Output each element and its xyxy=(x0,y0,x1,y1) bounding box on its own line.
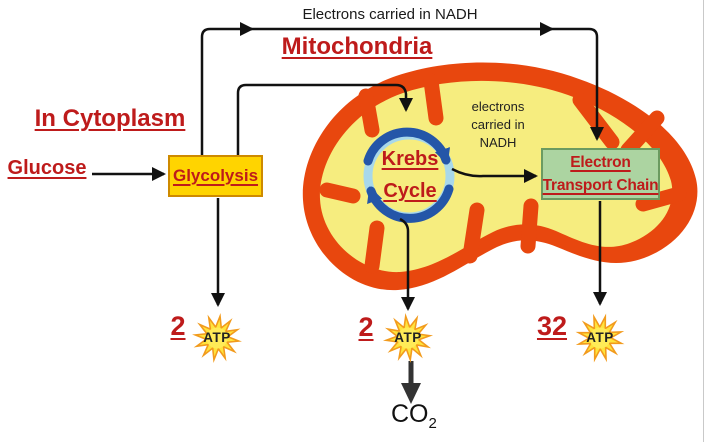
arrow-krebs-to-atp xyxy=(399,217,415,311)
electron-transport-chain-box: Electron Transport Chain xyxy=(541,148,660,200)
cytoplasm-title: In Cytoplasm xyxy=(34,105,186,132)
mitochondria-crista xyxy=(423,73,444,126)
krebs-atp-count: 2 xyxy=(358,312,374,342)
etc-label-line2: Transport Chain xyxy=(542,177,659,194)
arrow-atp-to-co2 xyxy=(401,361,421,404)
atp-label-glycolysis: ATP xyxy=(203,330,231,345)
electrons-note-line2: carried in xyxy=(471,117,525,132)
krebs-cycle-ring-icon xyxy=(363,127,455,223)
co2-label: CO2 xyxy=(391,400,437,432)
krebs-cycle-label: Krebs Cycle xyxy=(369,143,451,207)
flow-arrows xyxy=(92,22,607,311)
atp-label-krebs: ATP xyxy=(394,330,422,345)
glycolysis-box: Glycolysis xyxy=(168,155,263,197)
electrons-carried-note: electrons carried in NADH xyxy=(454,98,542,152)
mitochondria-crista xyxy=(462,202,485,264)
mitochondria-crista xyxy=(520,198,539,254)
mitochondria-crista xyxy=(319,182,361,204)
glucose-label: Glucose xyxy=(7,157,87,179)
electrons-note-line1: electrons xyxy=(471,99,525,114)
etc-atp-count: 32 xyxy=(536,311,568,341)
arrow-glycolysis-to-krebs xyxy=(236,83,413,156)
etc-label-line1: Electron xyxy=(570,154,631,171)
electrons-nadh-top-label: Electrons carried in NADH xyxy=(302,6,478,23)
image-right-border xyxy=(703,0,704,442)
electrons-note-line3: NADH xyxy=(479,135,517,150)
atp-label-etc: ATP xyxy=(586,330,614,345)
arrow-krebs-to-etc xyxy=(451,167,538,183)
co2-subscript: 2 xyxy=(428,415,437,432)
mitochondria-crista xyxy=(364,220,385,274)
mitochondria-crista xyxy=(358,88,380,138)
mitochondria-crista xyxy=(620,110,665,158)
mitochondria-crista xyxy=(635,186,687,212)
glycolysis-label: Glycolysis xyxy=(172,166,259,185)
krebs-label-line2: Cycle xyxy=(383,180,437,202)
krebs-label-line1: Krebs xyxy=(381,148,439,170)
mitochondria-title: Mitochondria xyxy=(281,33,433,60)
arrow-glycolysis-to-etc-nadh xyxy=(200,27,604,156)
co2-base-text: CO xyxy=(391,400,429,428)
glycolysis-atp-count: 2 xyxy=(170,311,186,341)
